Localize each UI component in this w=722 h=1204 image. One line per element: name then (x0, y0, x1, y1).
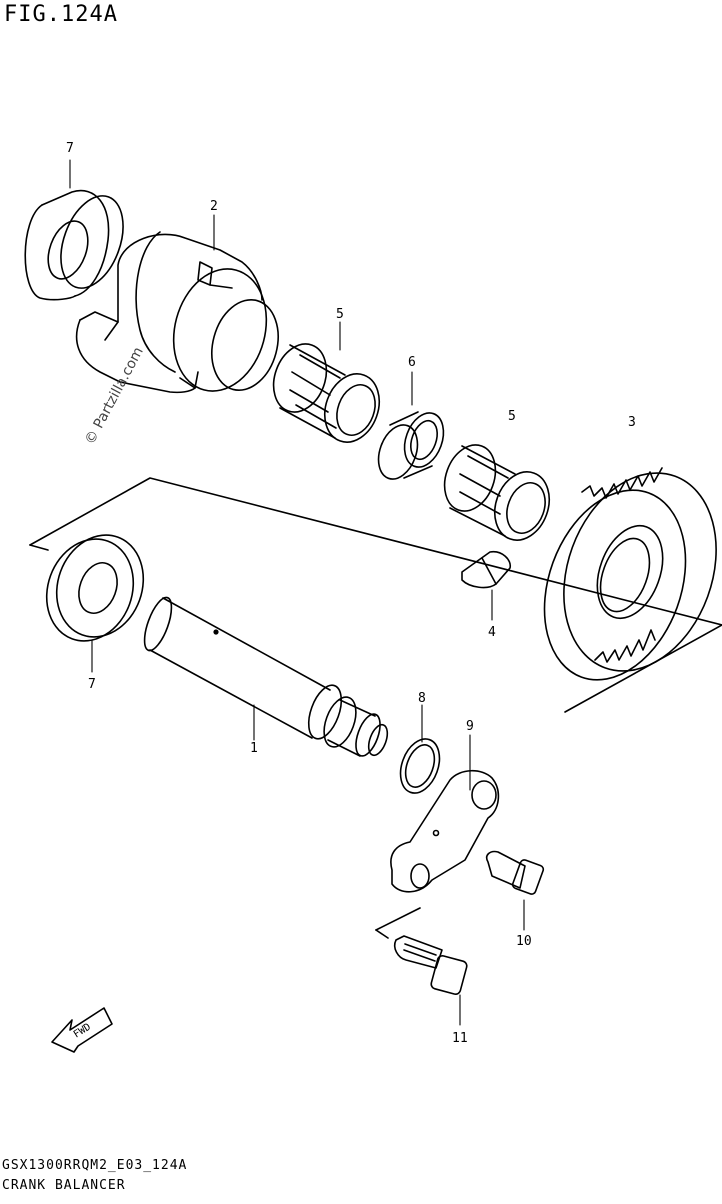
callout-9: 9 (466, 719, 474, 734)
part-8-circlip (399, 738, 441, 794)
callout-3: 3 (628, 415, 636, 430)
callout-7-upper: 7 (66, 141, 74, 156)
callout-8: 8 (418, 691, 426, 706)
callout-1: 1 (250, 741, 258, 756)
part-1-balancer-shaft (143, 596, 389, 757)
assembly-outline (29, 477, 722, 939)
part-9-lever (390, 769, 500, 893)
callout-5-upper: 5 (336, 307, 344, 322)
part-3-driven-gear (543, 467, 717, 681)
part-7-upper-seal (24, 189, 124, 301)
part-5-lower-needle-bearing (443, 444, 551, 541)
part-2-balancer-weight (75, 231, 279, 394)
callout-2: 2 (210, 199, 218, 214)
part-10-bolt (485, 850, 545, 895)
callout-11: 11 (452, 1031, 468, 1046)
fwd-arrow-icon: FWD (51, 1007, 113, 1053)
model-code: GSX1300RRQM2_E03_124A (2, 1158, 188, 1173)
part-7-lower-seal (45, 534, 145, 642)
figure-name: CRANK BALANCER (2, 1178, 126, 1193)
part-5-upper-needle-bearing (272, 343, 381, 443)
part-4-key (461, 550, 512, 589)
callout-4: 4 (488, 625, 496, 640)
part-11-bolt (393, 935, 468, 995)
callout-5-lower: 5 (508, 409, 516, 424)
callout-7-lower: 7 (88, 677, 96, 692)
part-6-spacer (377, 411, 445, 480)
leader-lines (69, 159, 525, 1026)
callout-10: 10 (516, 934, 532, 949)
callout-6: 6 (408, 355, 416, 370)
figure-title: FIG.124A (4, 2, 118, 27)
